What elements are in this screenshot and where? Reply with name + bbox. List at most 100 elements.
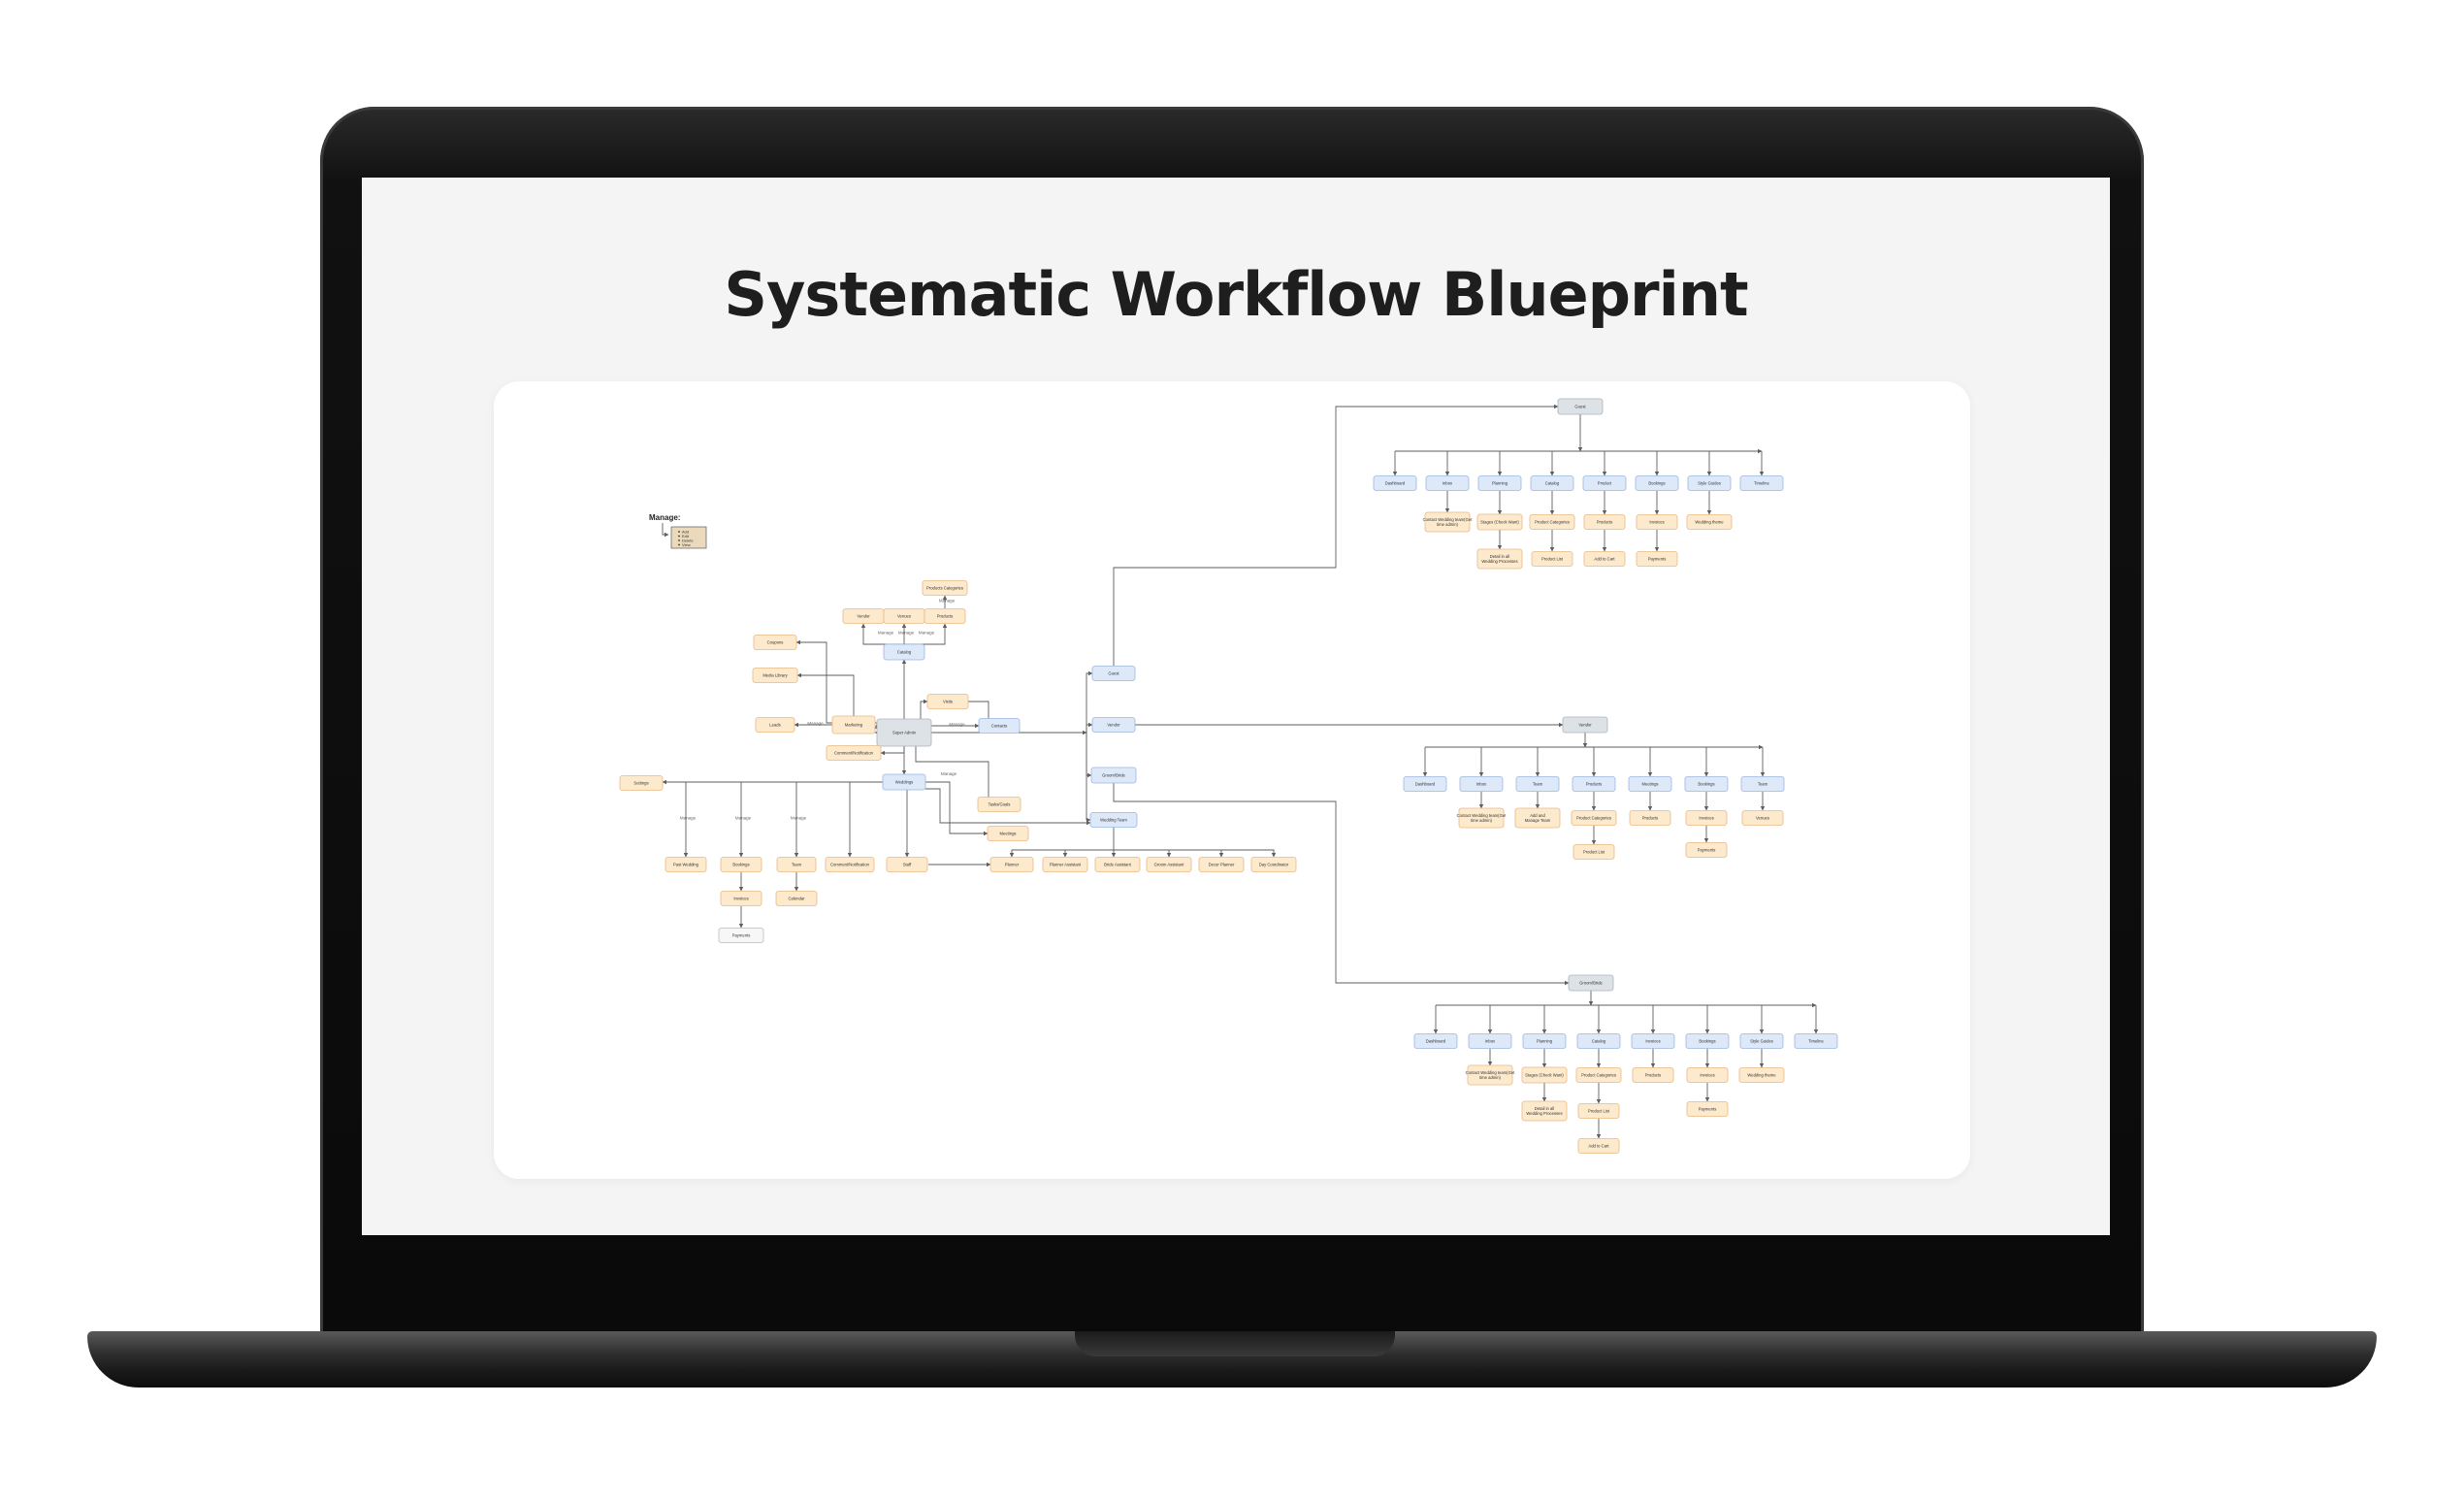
node-b_products[interactable]: Products — [1632, 1067, 1674, 1083]
node-box — [886, 857, 928, 872]
node-g_plan[interactable]: Planning — [1477, 475, 1522, 491]
node-g_inv[interactable]: Invoices — [1636, 514, 1678, 530]
connector-23 — [925, 788, 1091, 826]
node-groombride0[interactable]: Groom/Bride — [1090, 767, 1137, 784]
node-brasst[interactable]: Bride Assistant — [1094, 857, 1141, 872]
node-staff[interactable]: Staff — [886, 857, 928, 872]
node-box — [1687, 475, 1732, 491]
node-v_products[interactable]: Products — [1629, 810, 1671, 826]
node-cn1[interactable]: Comment/Notification — [825, 857, 875, 872]
node-v_venue[interactable]: Venues — [1741, 810, 1784, 826]
node-g_cat[interactable]: Catalog — [1530, 475, 1574, 491]
node-vendor2[interactable]: Vendor — [1562, 716, 1608, 734]
node-b_wt[interactable]: Wedding theme — [1738, 1067, 1785, 1083]
node-v_meet[interactable]: Meetings — [1628, 776, 1672, 792]
node-g_dash[interactable]: Dashboard — [1373, 475, 1417, 491]
node-guest1[interactable]: Guest — [1557, 398, 1604, 415]
node-media[interactable]: Media Library — [752, 668, 798, 683]
node-leads[interactable]: Leads — [755, 717, 795, 733]
node-dcoord[interactable]: Day Coordinator — [1250, 857, 1297, 872]
node-inv0[interactable]: Invoices — [720, 891, 762, 906]
node-pwed[interactable]: Past Wedding — [665, 857, 707, 872]
node-coupons[interactable]: Coupons — [753, 635, 797, 650]
node-g_book[interactable]: Bookings — [1635, 475, 1679, 491]
node-marketing[interactable]: Marketing — [831, 715, 876, 735]
node-b_dash[interactable]: Dashboard — [1413, 1033, 1458, 1049]
node-planner[interactable]: Planner — [989, 857, 1034, 872]
node-g_add[interactable]: Add to Cart — [1583, 551, 1626, 567]
node-meetings0[interactable]: Meetings — [987, 826, 1029, 841]
node-v_inv[interactable]: Invoices — [1685, 810, 1728, 826]
node-settings[interactable]: Settings — [619, 775, 664, 791]
legend-bullet — [678, 531, 680, 533]
node-v_book[interactable]: Bookings — [1684, 776, 1729, 792]
node-v_plist[interactable]: Product List — [1572, 844, 1615, 860]
node-plasst[interactable]: Planner Assistant — [1042, 857, 1088, 872]
node-venues0[interactable]: Venues — [883, 608, 925, 624]
node-b_style[interactable]: Style Guides — [1739, 1033, 1784, 1049]
node-b_invoices[interactable]: Invoices — [1686, 1067, 1729, 1083]
node-label: Detail in all — [1535, 1106, 1555, 1111]
node-b_pc[interactable]: Product Categories — [1575, 1067, 1622, 1083]
node-cal0[interactable]: Calendar — [775, 891, 818, 906]
node-b_cat[interactable]: Catalog — [1576, 1033, 1621, 1049]
node-b_book[interactable]: Bookings — [1685, 1033, 1730, 1049]
node-g_stages[interactable]: Stages (Check Want) — [1476, 513, 1523, 531]
node-tasks[interactable]: Tasks/Goals — [977, 797, 1021, 812]
node-g_pay[interactable]: Payments — [1636, 551, 1678, 567]
node-weddings[interactable]: Weddings — [882, 773, 926, 791]
node-cn0[interactable]: Comment/Notification — [826, 745, 882, 761]
node-g_wt[interactable]: Wedding theme — [1686, 514, 1733, 530]
node-vendor1[interactable]: Vendor — [1091, 717, 1136, 733]
node-guest0[interactable]: Guest — [1091, 666, 1136, 681]
node-box — [876, 718, 932, 747]
node-vendor0[interactable]: Vendor — [842, 608, 885, 624]
node-b_plist[interactable]: Product List — [1577, 1103, 1620, 1119]
node-v_pay[interactable]: Payments — [1685, 842, 1728, 858]
node-contacts[interactable]: Contacts — [978, 718, 1021, 734]
node-g_pc[interactable]: Product Categories — [1529, 514, 1575, 530]
node-v_pc[interactable]: Product Categories — [1571, 810, 1617, 826]
node-b_time[interactable]: Timeline — [1794, 1033, 1838, 1049]
node-sa[interactable]: Super Admin — [876, 718, 932, 747]
node-wteam[interactable]: Wedding Team — [1089, 812, 1138, 828]
node-g_time[interactable]: Timeline — [1739, 475, 1784, 491]
node-label: Products — [1645, 1073, 1662, 1078]
node-label: Wedding theme — [1747, 1073, 1776, 1078]
node-b_add[interactable]: Add to Cart — [1577, 1138, 1620, 1154]
node-g_prod[interactable]: Product — [1582, 475, 1627, 491]
node-team0[interactable]: Team — [776, 857, 817, 872]
node-v_dash[interactable]: Dashboard — [1403, 776, 1447, 792]
node-gb1[interactable]: Groom/Bride — [1568, 974, 1614, 992]
node-b_stages[interactable]: Stages (Check Want) — [1521, 1066, 1568, 1084]
node-label: Detail in all — [1490, 554, 1510, 559]
node-grasst[interactable]: Groom Assistant — [1146, 857, 1192, 872]
node-visits[interactable]: Visits — [926, 694, 969, 709]
node-catalog[interactable]: Catalog — [883, 643, 925, 661]
node-v_team2[interactable]: Team — [1740, 776, 1785, 792]
node-dplan[interactable]: Decor Planner — [1198, 857, 1245, 872]
node-label: Visits — [943, 700, 953, 704]
node-b_inv[interactable]: Invoices — [1631, 1033, 1675, 1049]
node-v_prod[interactable]: Products — [1572, 776, 1616, 792]
node-v_team[interactable]: Team — [1515, 776, 1560, 792]
node-g_products[interactable]: Products — [1583, 514, 1626, 530]
node-g_plist[interactable]: Product List — [1531, 551, 1573, 567]
node-g_style[interactable]: Style Guides — [1687, 475, 1732, 491]
node-b_plan[interactable]: Planning — [1522, 1033, 1567, 1049]
node-label: Leads — [769, 723, 780, 728]
node-v_inbox[interactable]: Inbox — [1459, 776, 1504, 792]
node-book0[interactable]: Bookings — [720, 857, 762, 872]
node-pay0[interactable]: Payments — [718, 928, 764, 943]
node-b_pay[interactable]: Payments — [1686, 1101, 1729, 1117]
node-g_inbox[interactable]: Inbox — [1425, 475, 1470, 491]
node-products0[interactable]: Products — [924, 608, 966, 624]
node-prodcat0[interactable]: Products Categories — [922, 580, 968, 596]
node-b_inbox[interactable]: Inbox — [1468, 1033, 1512, 1049]
